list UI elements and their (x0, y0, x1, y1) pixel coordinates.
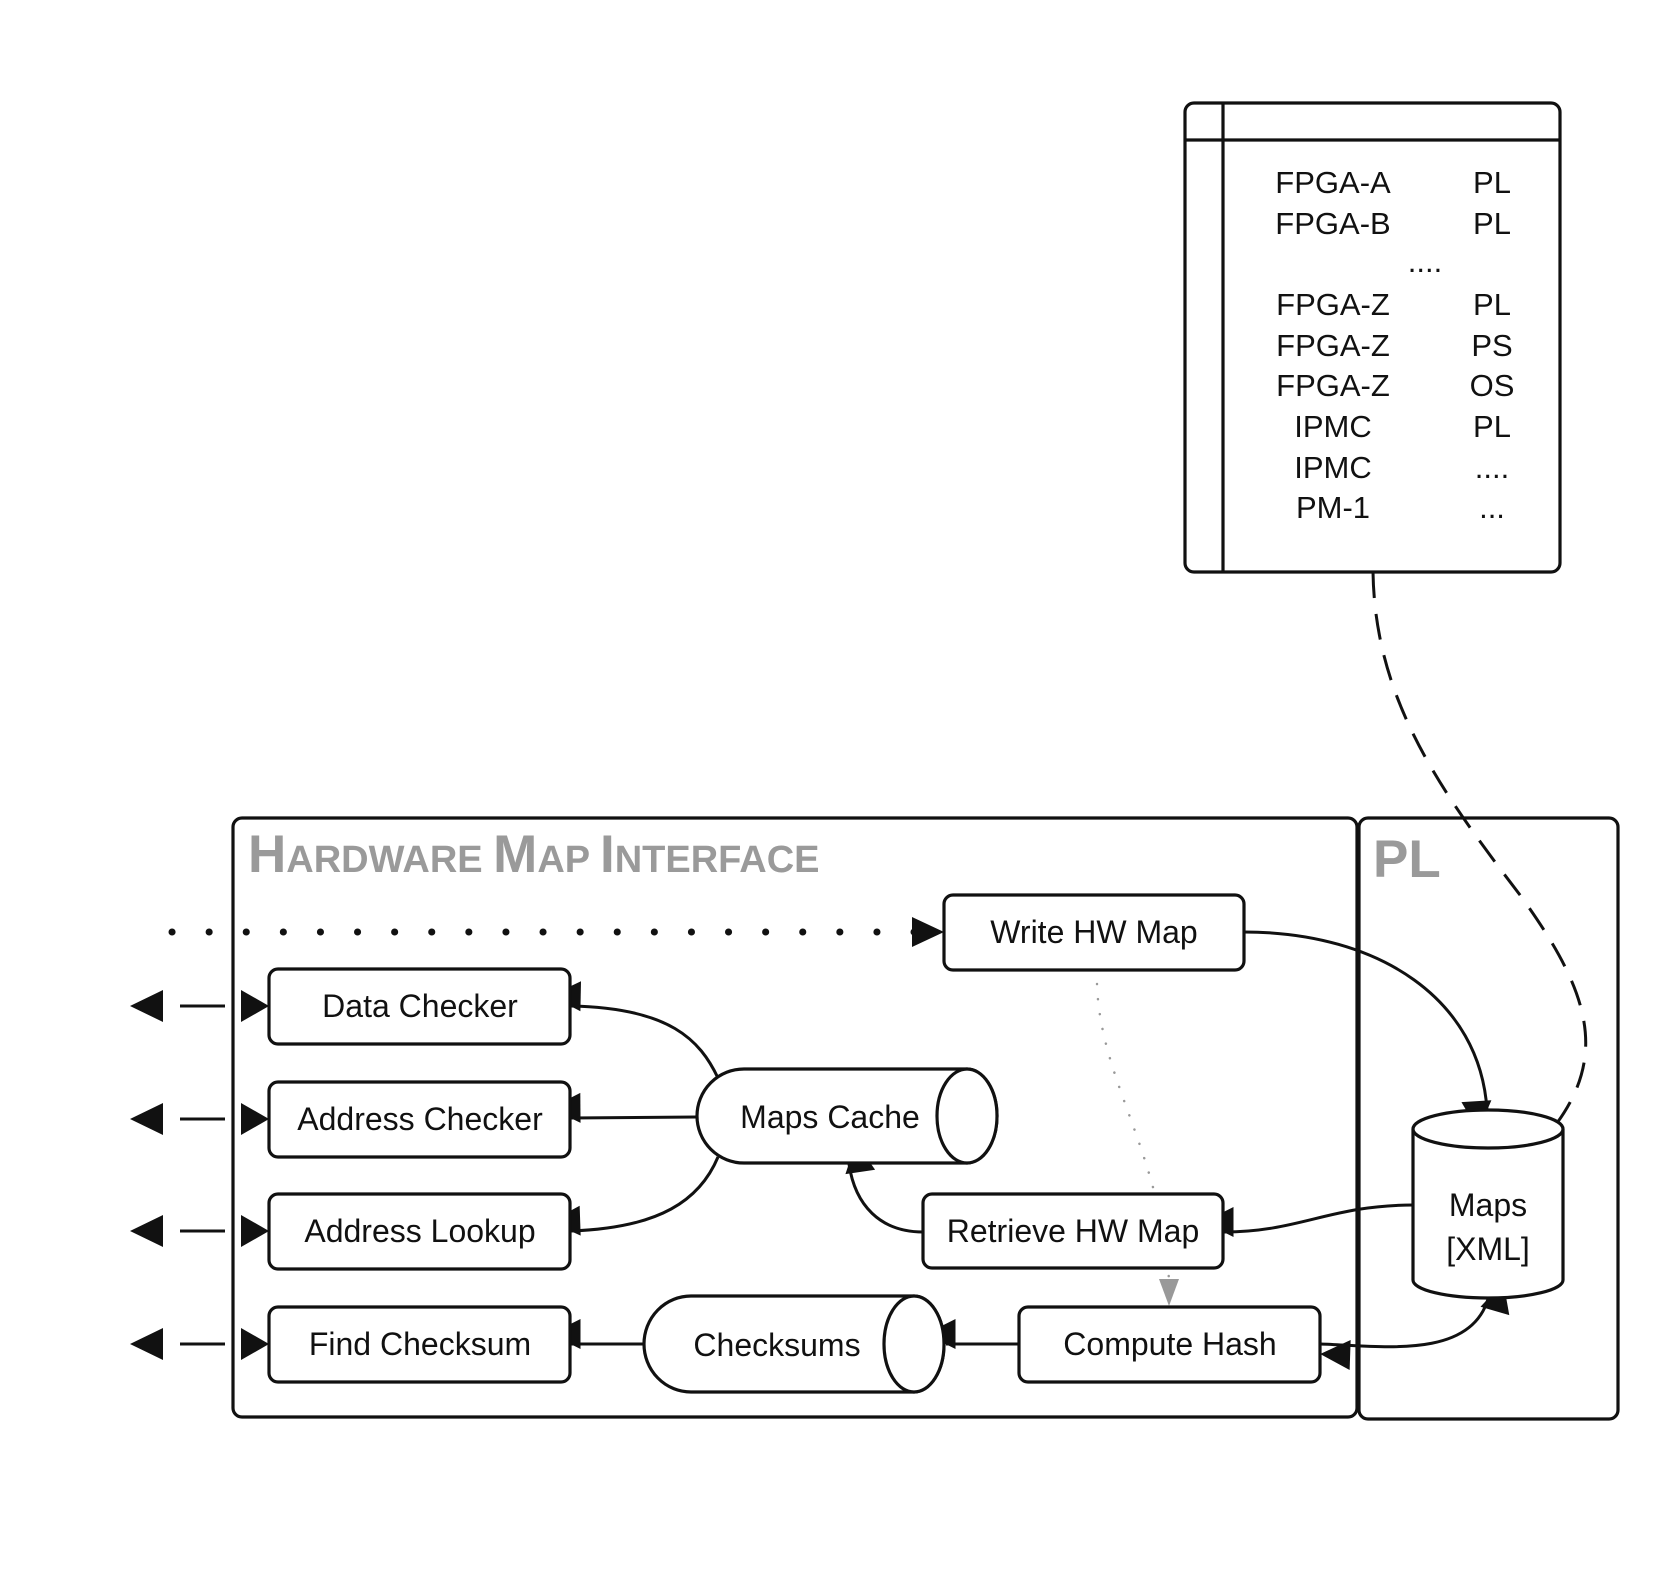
table-cell-target: .... (1475, 450, 1509, 485)
data-checker-label: Data Checker (322, 988, 518, 1024)
table-cell-device: FPGA-Z (1276, 368, 1390, 403)
table-cell-target: PL (1473, 287, 1511, 322)
edge-write-to-maps (1243, 930, 1492, 1132)
arrowhead-gray (1159, 1279, 1179, 1306)
table-cell-target: PL (1473, 165, 1511, 200)
external-arrowhead-in (241, 1103, 269, 1135)
table-cell-target: OS (1470, 368, 1515, 403)
pl-frame (1357, 816, 1620, 1421)
table-cell-device: FPGA-Z (1276, 287, 1390, 322)
external-arrowhead-in (241, 1215, 269, 1247)
node-write-hw-map[interactable]: Write HW Map (942, 893, 1246, 972)
node-checksums[interactable]: Checksums (642, 1294, 946, 1394)
address-checker-label: Address Checker (297, 1101, 543, 1137)
node-maps-cache[interactable]: Maps Cache (695, 1067, 999, 1165)
node-address-lookup[interactable]: Address Lookup (267, 1192, 572, 1271)
hardware-map-interface-container: HARDWARE MAP INTERFACE (231, 816, 1359, 1419)
table-cell-target: PL (1473, 206, 1511, 241)
table-rows: FPGA-A PL FPGA-B PL.... FPGA-Z PL FPGA-Z PS FPGA… (1275, 165, 1514, 525)
compute-hash-label: Compute Hash (1063, 1326, 1276, 1362)
table-cell-target: ... (1479, 490, 1505, 525)
find-checksum-label: Find Checksum (309, 1326, 531, 1362)
edge-cache-to-address-checker (550, 1092, 698, 1123)
hmi-title: HARDWARE MAP INTERFACE (248, 825, 820, 884)
edge-cache-to-address-lookup (550, 1156, 720, 1236)
node-maps-xml[interactable]: Maps [XML] (1411, 1108, 1565, 1300)
external-arrowhead-in (241, 990, 269, 1022)
table-cell-target: PS (1471, 328, 1512, 363)
table-cell-device: FPGA-A (1275, 165, 1391, 200)
pl-container: PL (1357, 816, 1620, 1421)
external-arrowhead-out (130, 1215, 163, 1247)
table-cell-device: FPGA-Z (1276, 328, 1390, 363)
table-ellipsis: .... (1408, 244, 1442, 279)
external-arrowhead-out (130, 1103, 163, 1135)
node-compute-hash[interactable]: Compute Hash (1017, 1305, 1322, 1384)
external-arrows (130, 990, 269, 1360)
edge-maps-to-retrieve (1203, 1203, 1414, 1237)
external-arrowhead-in (241, 1328, 269, 1360)
node-address-checker[interactable]: Address Checker (267, 1080, 572, 1159)
checksums-label: Checksums (693, 1327, 860, 1363)
table-cell-device: FPGA-B (1275, 206, 1390, 241)
address-lookup-label: Address Lookup (304, 1213, 535, 1249)
edge-table-to-maps (1371, 571, 1588, 1124)
maps-cache-end (935, 1067, 999, 1165)
table-cell-device: IPMC (1294, 450, 1372, 485)
external-arrowhead-out (130, 1328, 163, 1360)
hmi-frame (231, 816, 1359, 1419)
node-retrieve-hw-map[interactable]: Retrieve HW Map (921, 1192, 1225, 1270)
maps-xml-label-line2: [XML] (1446, 1231, 1530, 1267)
retrieve-hw-map-label: Retrieve HW Map (947, 1213, 1200, 1249)
hardware-map-table: FPGA-A PL FPGA-B PL.... FPGA-Z PL FPGA-Z PS FPGA… (1183, 101, 1562, 574)
table-cell-device: PM-1 (1296, 490, 1370, 525)
node-find-checksum[interactable]: Find Checksum (267, 1305, 572, 1384)
edge-retrieve-to-cache (845, 1142, 924, 1234)
write-hw-map-label: Write HW Map (990, 914, 1197, 950)
table-frame (1183, 101, 1562, 574)
arrowhead-write-in (912, 917, 944, 947)
checksums-end (882, 1294, 946, 1394)
edge-cache-to-data-checker (550, 981, 720, 1079)
maps-xml-label-line1: Maps (1449, 1187, 1527, 1223)
edge-compute-maps-bidirectional (1320, 1282, 1510, 1370)
maps-cache-label: Maps Cache (740, 1099, 920, 1135)
node-data-checker[interactable]: Data Checker (267, 967, 572, 1046)
table-cell-device: IPMC (1294, 409, 1372, 444)
pl-title: PL (1373, 830, 1441, 889)
maps-xml-body (1411, 1129, 1565, 1300)
maps-xml-top (1411, 1108, 1565, 1150)
external-arrowhead-out (130, 990, 163, 1022)
table-cell-target: PL (1473, 409, 1511, 444)
